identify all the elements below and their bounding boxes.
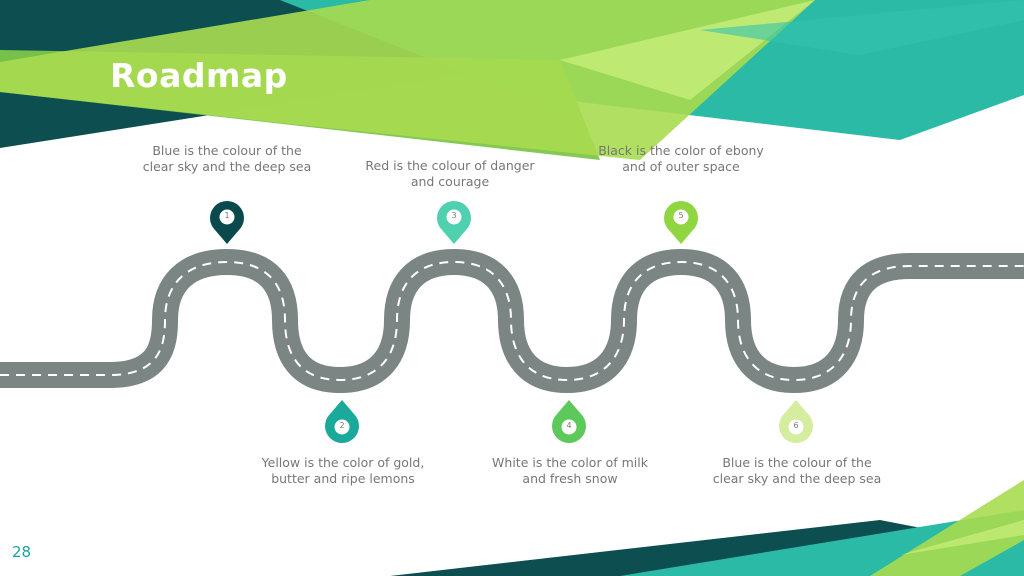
milestone-4-text: White is the color of milk and fresh sno… bbox=[492, 455, 648, 486]
milestone-6-text: Blue is the colour of the clear sky and … bbox=[712, 455, 882, 486]
header-teal-light bbox=[700, 0, 1024, 55]
milestone-3-pin: 3 bbox=[434, 198, 474, 246]
milestone-6-pin: 6 bbox=[776, 398, 816, 446]
milestone-2-text: Yellow is the color of gold, butter and … bbox=[261, 455, 425, 486]
slide-title: Roadmap bbox=[110, 56, 288, 95]
milestone-1-pin: 1 bbox=[207, 198, 247, 246]
road-center-line bbox=[0, 260, 1024, 382]
milestone-5-number: 5 bbox=[678, 211, 684, 220]
road-surface bbox=[0, 249, 1024, 393]
milestone-2-pin: 2 bbox=[322, 398, 362, 446]
milestone-6-number: 6 bbox=[793, 421, 799, 430]
milestone-3-number: 3 bbox=[451, 211, 457, 220]
header-lime-highlight bbox=[560, 0, 815, 100]
milestone-5-text: Black is the color of ebony and of outer… bbox=[598, 143, 764, 174]
header-lime-band bbox=[0, 0, 815, 160]
milestone-1-text: Blue is the colour of the clear sky and … bbox=[142, 143, 312, 174]
milestone-2-number: 2 bbox=[339, 421, 345, 430]
page-number: 28 bbox=[12, 543, 32, 561]
milestone-1-number: 1 bbox=[224, 211, 230, 220]
milestone-4-number: 4 bbox=[566, 421, 572, 430]
milestone-3-text: Red is the colour of danger and courage bbox=[365, 158, 535, 189]
milestone-4-pin: 4 bbox=[549, 398, 589, 446]
footer-lime-band bbox=[870, 480, 1024, 576]
footer-lime-light bbox=[900, 520, 1024, 555]
milestone-5-pin: 5 bbox=[661, 198, 701, 246]
